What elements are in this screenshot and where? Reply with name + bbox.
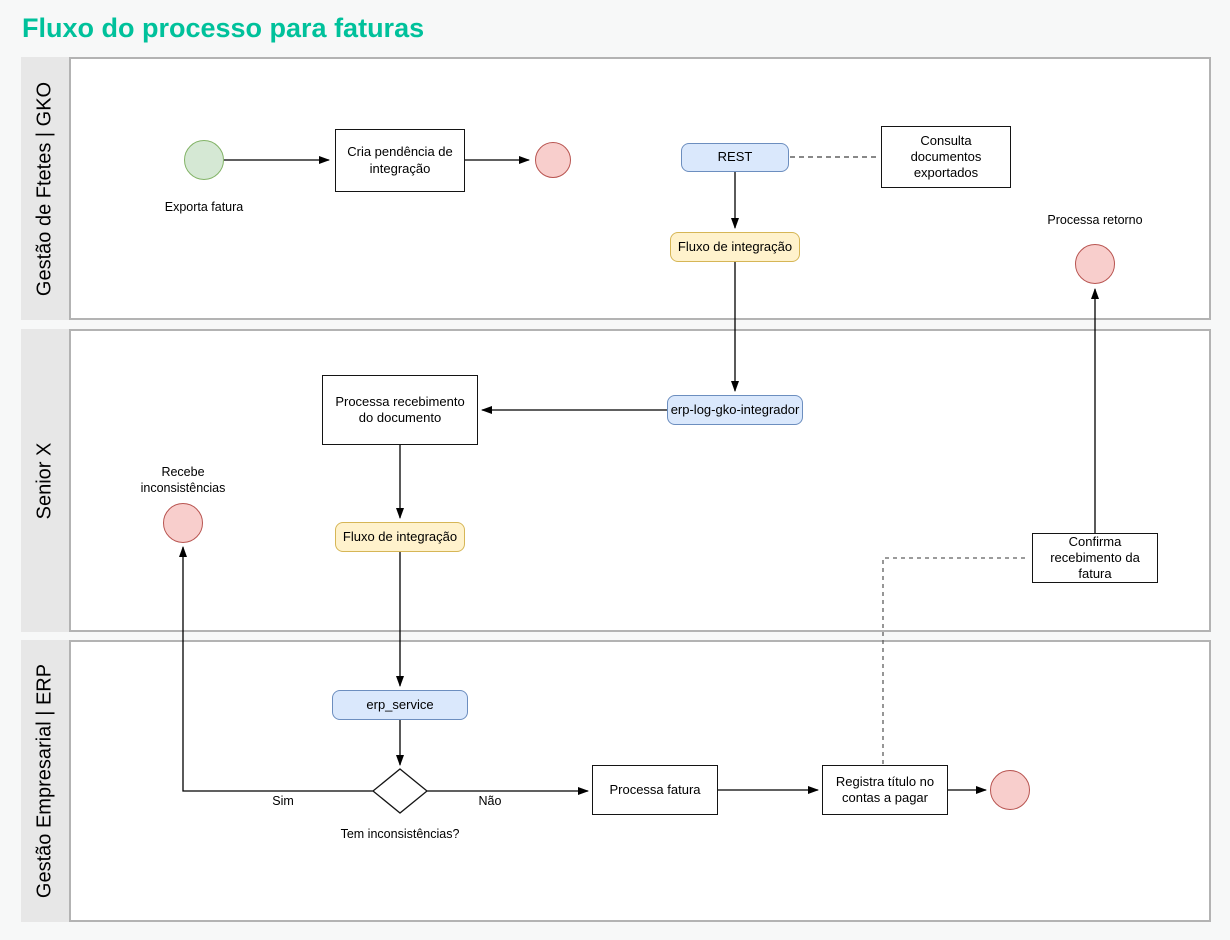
page-title: Fluxo do processo para faturas — [22, 13, 425, 43]
swimlane-senior-x-header: Senior X — [21, 329, 69, 632]
swimlane-senior-x-label: Senior X — [33, 442, 56, 519]
task-registra-titulo: Registra título no contas a pagar — [822, 765, 948, 815]
system-node-erp-log: erp-log-gko-integrador — [667, 395, 803, 425]
system-node-erp-service: erp_service — [332, 690, 468, 720]
task-confirma-recebimento: Confirma recebimento da fatura — [1032, 533, 1158, 583]
decision-question-label: Tem inconsistências? — [340, 827, 460, 841]
swimlane-gko-header: Gestão de Ftetes | GKO — [21, 57, 69, 320]
swimlane-gko: Gestão de Ftetes | GKO — [21, 57, 1211, 320]
processa-retorno-event-circle — [1075, 244, 1115, 284]
branch-nao-label: Não — [478, 794, 502, 808]
branch-sim-label: Sim — [272, 794, 294, 808]
end-event-circle-erp — [990, 770, 1030, 810]
start-event-label: Exporta fatura — [164, 200, 244, 214]
task-processa-fatura: Processa fatura — [592, 765, 718, 815]
recebe-inconsistencias-label: Recebe inconsistências — [140, 465, 226, 496]
swimlane-erp-label: Gestão Empresarial | ERP — [33, 663, 56, 899]
processa-retorno-label: Processa retorno — [1047, 213, 1143, 227]
end-event-circle-gko — [535, 142, 571, 178]
swimlane-erp-header: Gestão Empresarial | ERP — [21, 640, 69, 922]
flow-node-integracao-gko: Fluxo de integração — [670, 232, 800, 262]
task-processa-recebimento: Processa recebimento do documento — [322, 375, 478, 445]
system-node-rest: REST — [681, 143, 789, 172]
recebe-inconsistencias-event-circle — [163, 503, 203, 543]
start-event-circle — [184, 140, 224, 180]
swimlane-gko-label: Gestão de Ftetes | GKO — [33, 81, 56, 296]
flow-node-integracao-senior: Fluxo de integração — [335, 522, 465, 552]
swimlane-gko-body — [69, 57, 1211, 320]
task-consulta-documentos: Consulta documentos exportados — [881, 126, 1011, 188]
task-cria-pendencia: Cria pendência de integração — [335, 129, 465, 192]
